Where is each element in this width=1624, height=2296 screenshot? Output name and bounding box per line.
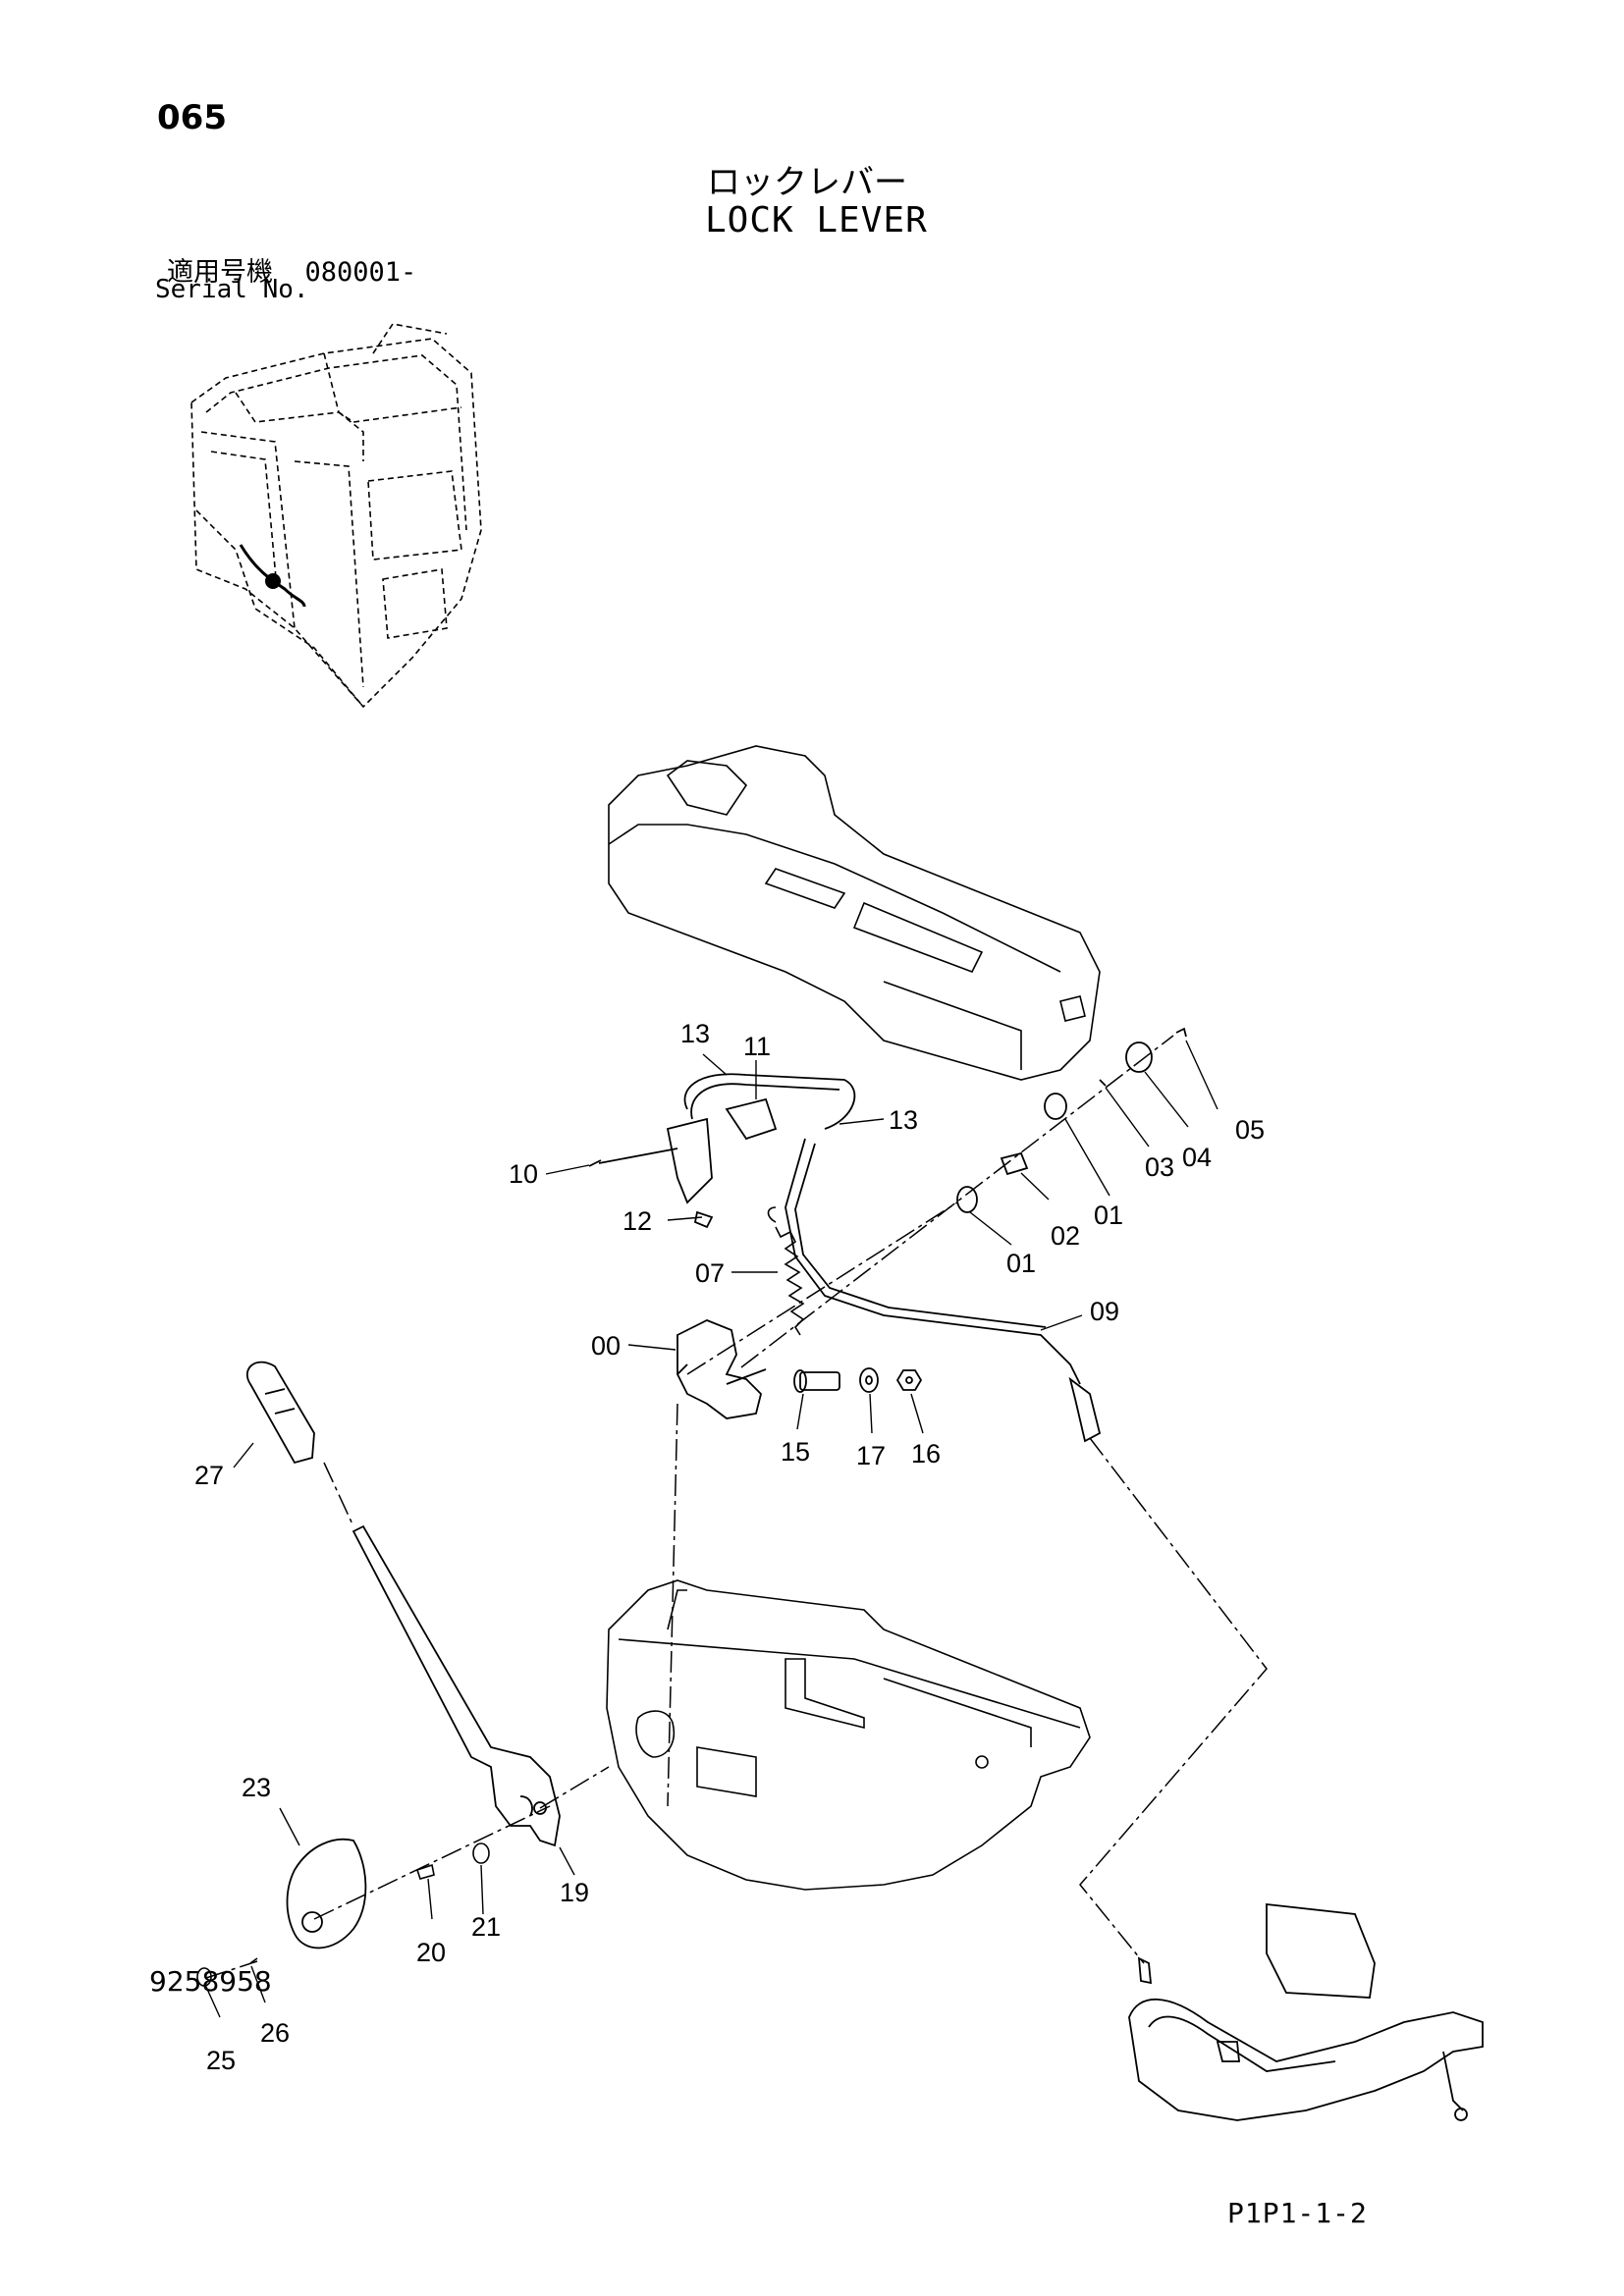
- serial-label-japanese: 適用号機: [167, 257, 273, 288]
- callout-26: 26: [260, 2018, 290, 2048]
- serial-line: 適用号機 080001-: [167, 250, 416, 289]
- serial-label-english: Serial No.: [155, 275, 309, 304]
- assembly-leaders: [205, 1035, 1268, 1979]
- callout-labels: 13 11 13 10 12 07 00 15 17 16 09 01 02 0…: [194, 1019, 1265, 2075]
- callout-27: 27: [194, 1461, 224, 1490]
- document-number: 9258958: [149, 1965, 272, 1998]
- callout-16: 16: [911, 1439, 941, 1468]
- callout-21: 21: [471, 1912, 501, 1942]
- title-english: LOCK LEVER: [705, 200, 928, 240]
- callout-09: 09: [1090, 1297, 1119, 1326]
- callout-13b: 13: [889, 1105, 918, 1135]
- callout-13a: 13: [680, 1019, 710, 1048]
- callout-12: 12: [623, 1206, 652, 1236]
- spring: [767, 1206, 805, 1336]
- callout-leaders: [205, 1040, 1218, 2018]
- callout-01a: 01: [1006, 1249, 1036, 1278]
- callout-03: 03: [1145, 1152, 1174, 1182]
- washer-series: [956, 1027, 1187, 1213]
- lever-knob: [286, 1838, 367, 1949]
- lock-lever: [245, 1361, 561, 1847]
- callout-11: 11: [743, 1032, 771, 1061]
- lower-console: [606, 1579, 1091, 1891]
- pipe-bracket: [1128, 1902, 1484, 2121]
- console-cover: [608, 745, 1101, 1081]
- lock-lever-highlight: [239, 544, 306, 608]
- switch-block: [677, 1319, 767, 1419]
- callout-25: 25: [206, 2046, 236, 2075]
- callout-02: 02: [1051, 1221, 1080, 1251]
- callout-17: 17: [856, 1441, 886, 1470]
- callout-19: 19: [560, 1878, 589, 1907]
- callout-01b: 01: [1094, 1201, 1123, 1230]
- callout-05: 05: [1235, 1115, 1265, 1145]
- page-code: P1P1-1-2: [1227, 2197, 1368, 2229]
- callout-04: 04: [1182, 1143, 1212, 1172]
- title-japanese: ロックレバー: [707, 163, 907, 202]
- callout-00: 00: [591, 1331, 621, 1361]
- small-parts-20-21-25-26: [196, 1842, 490, 1987]
- callout-10: 10: [509, 1159, 538, 1189]
- serial-value: 080001-: [304, 257, 417, 288]
- cab-key-view: [190, 323, 482, 709]
- callout-15: 15: [781, 1437, 810, 1467]
- callout-07: 07: [695, 1258, 725, 1288]
- page-number: 065: [157, 98, 227, 137]
- harness-bracket: [588, 1073, 1102, 1443]
- lock-lever-mark: [265, 573, 281, 589]
- callout-23: 23: [242, 1773, 271, 1802]
- fastener-set: [793, 1367, 923, 1393]
- callout-20: 20: [416, 1938, 446, 1967]
